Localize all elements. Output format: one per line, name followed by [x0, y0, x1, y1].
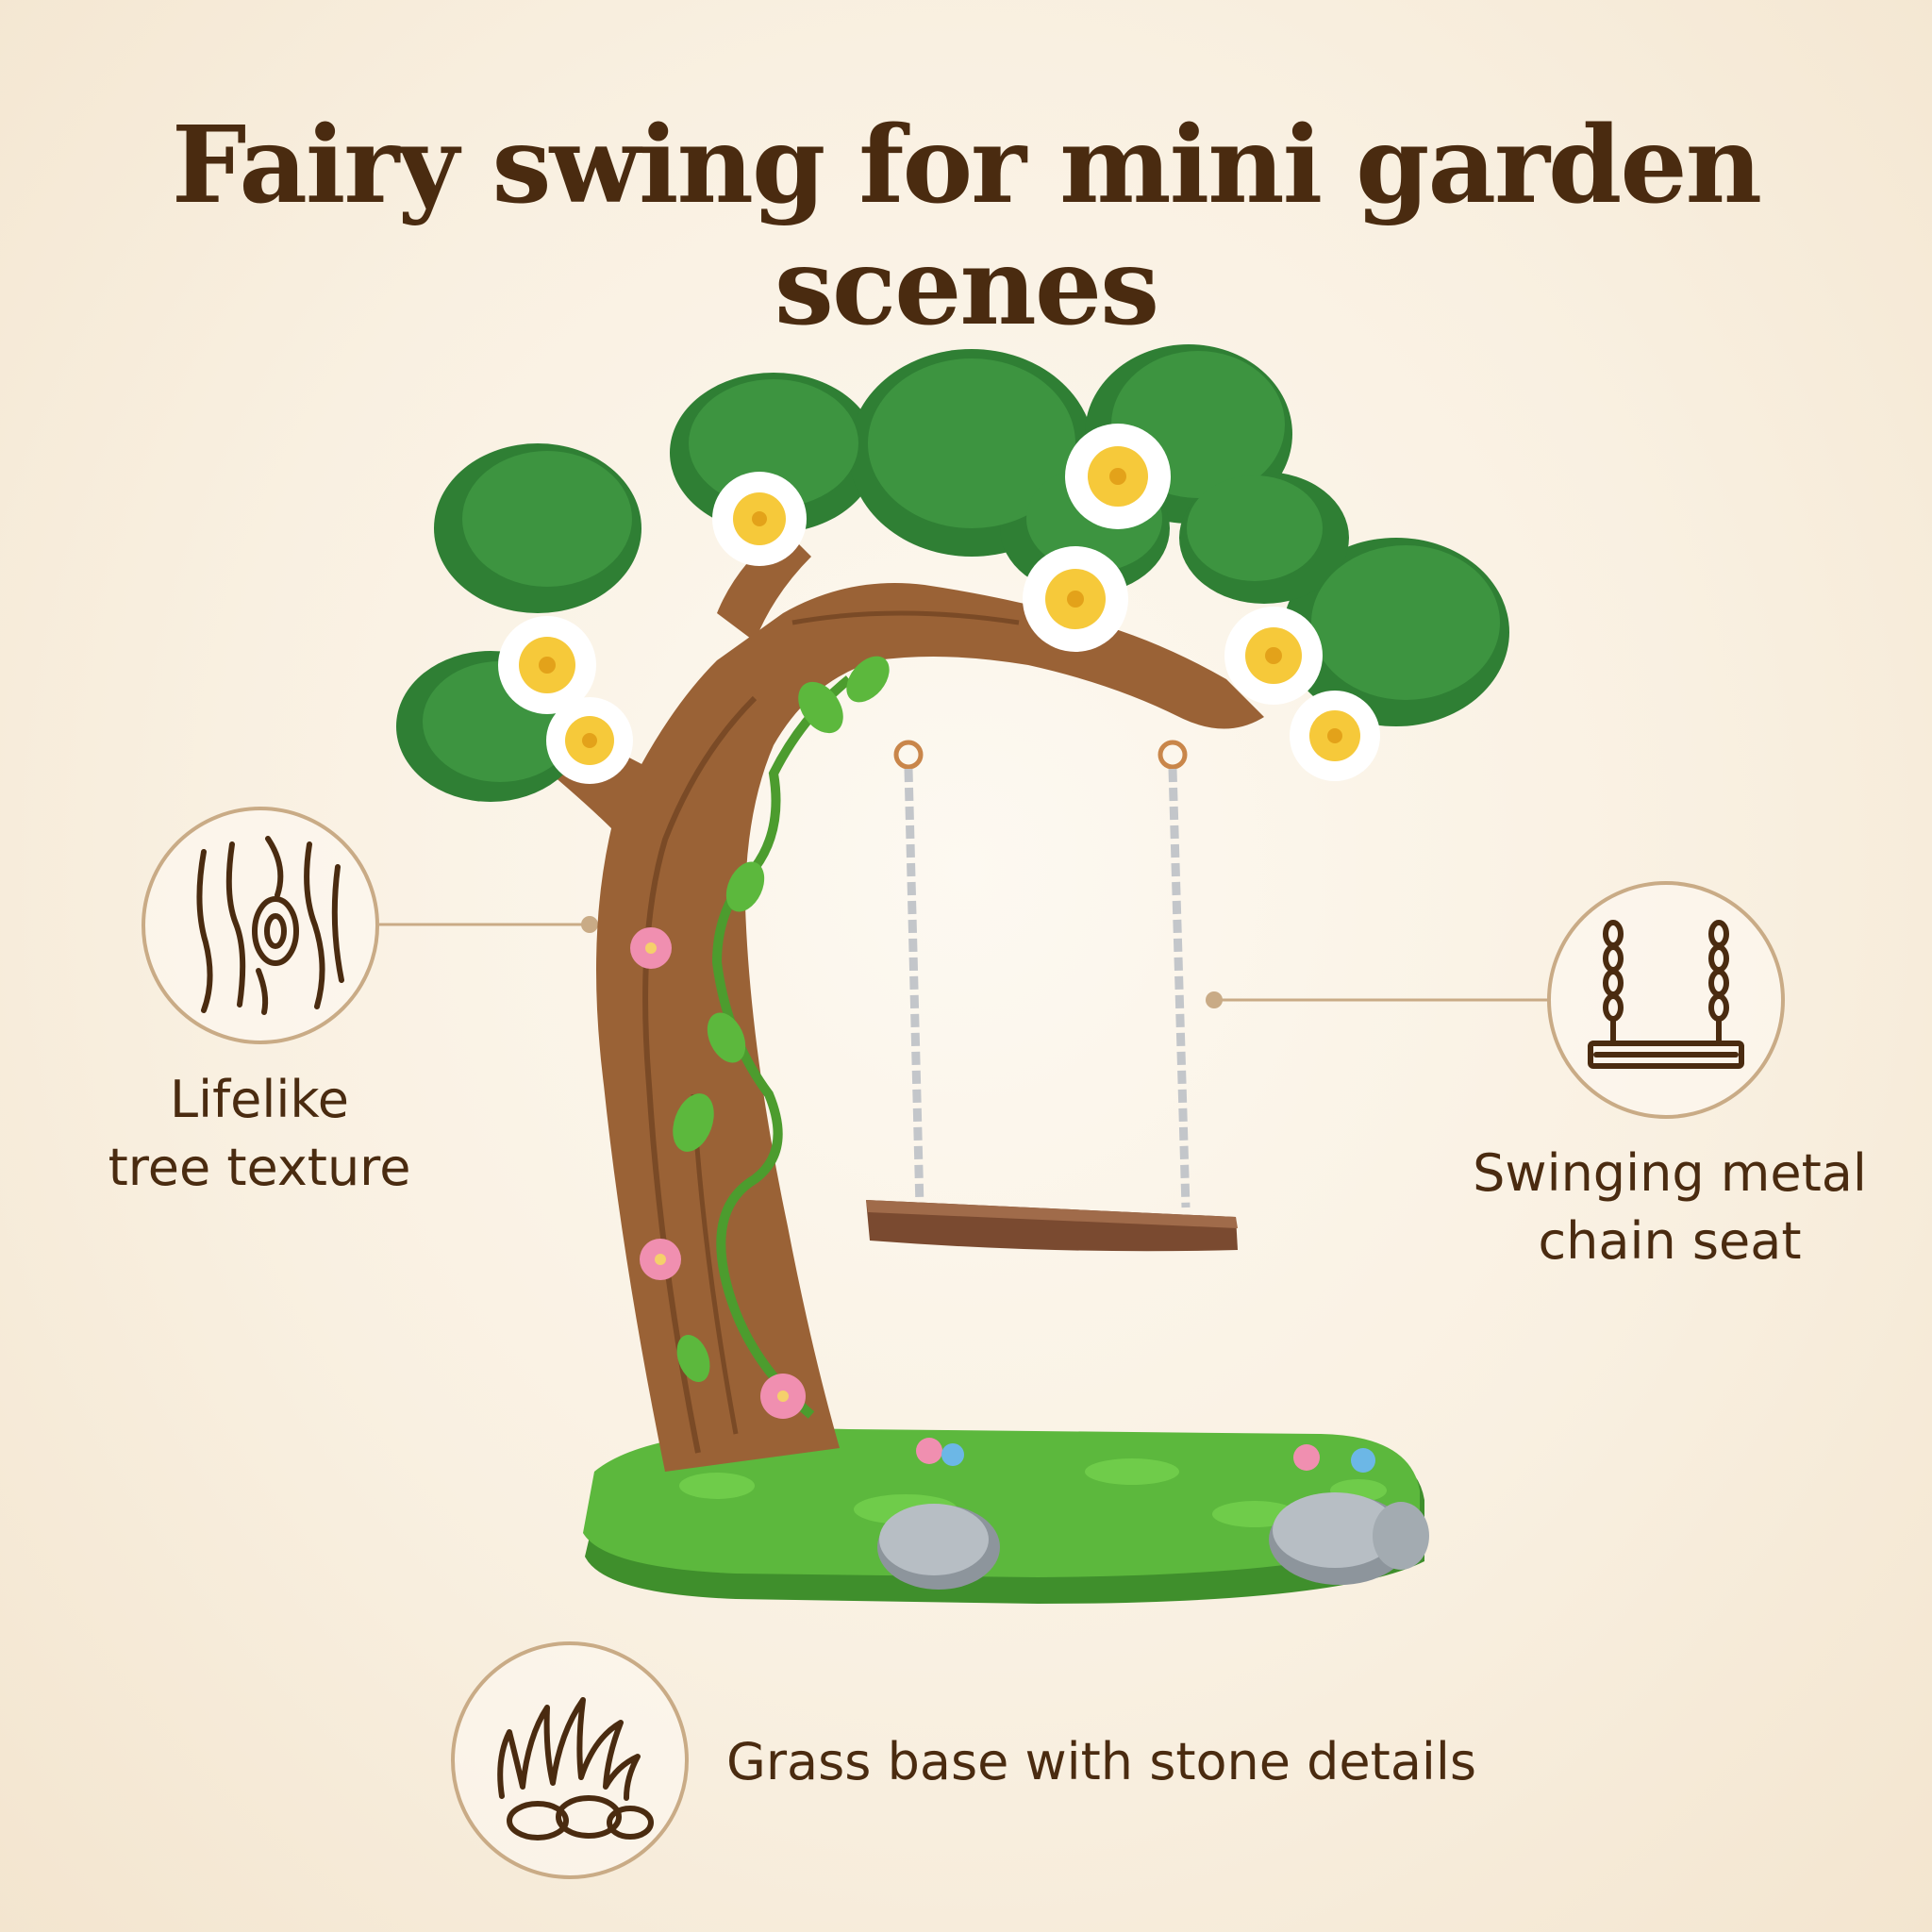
blossoms — [498, 424, 1380, 784]
grass-stones-icon — [497, 1697, 654, 1840]
grass-stones-badge — [451, 1641, 689, 1879]
swing — [866, 740, 1238, 1252]
wood-grain-icon — [196, 836, 344, 1015]
swing-chain-badge — [1547, 881, 1785, 1119]
grass-base — [583, 1428, 1429, 1604]
wood-grain-badge — [142, 807, 379, 1044]
feature-caption-tree-texture: Lifelike tree texture — [108, 1070, 411, 1197]
page-title: Fairy swing for mini garden scenes — [171, 104, 1762, 349]
swing-chain-icon — [1588, 920, 1744, 1069]
stones — [877, 1492, 1429, 1590]
feature-caption-swing-seat: Swinging metal chain seat — [1473, 1143, 1867, 1271]
feature-caption-grass-base: Grass base with stone details — [726, 1732, 1477, 1791]
foliage — [396, 344, 1509, 802]
tree-trunk — [528, 528, 1264, 1472]
